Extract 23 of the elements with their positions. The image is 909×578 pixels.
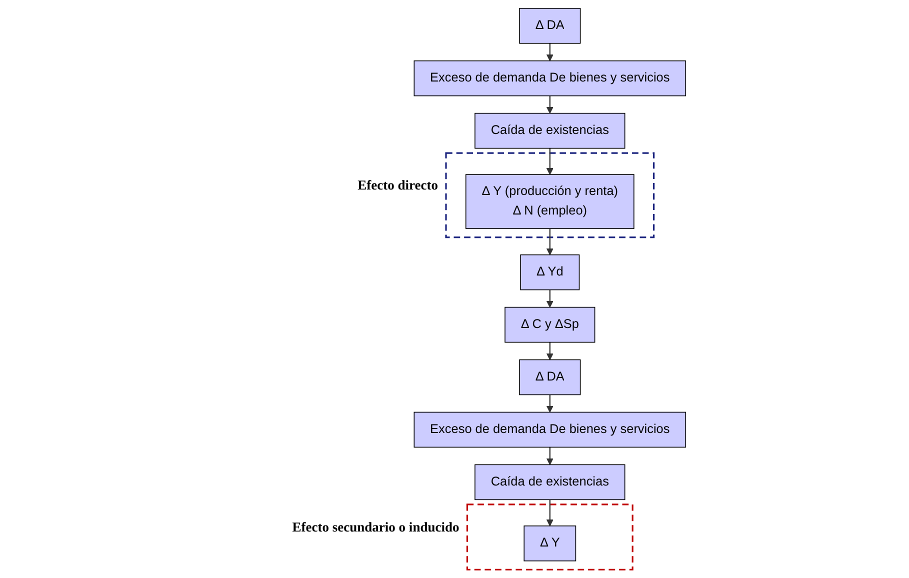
arrow [546, 228, 554, 256]
arrow [546, 290, 554, 308]
node-box: Caída de existencias [474, 464, 626, 500]
node-label: Efecto directo [358, 178, 438, 193]
node-label: Efecto secundario o inducido [292, 520, 460, 535]
node-box: Δ C y ΔSp [504, 306, 596, 343]
arrow [546, 394, 554, 413]
node-box: Δ DA [519, 359, 581, 396]
cluster [466, 504, 634, 570]
cluster [445, 152, 655, 238]
arrow [546, 43, 554, 62]
node-box: Δ Y [524, 526, 576, 562]
arrow [546, 447, 554, 466]
node-box: Exceso de demanda De bienes y servicios [414, 412, 686, 448]
arrow [546, 500, 554, 526]
node-box: Caída de existencias [474, 112, 626, 149]
arrow [546, 342, 554, 360]
node-box: Δ Y (producción y renta) Δ N (empleo) [465, 174, 634, 229]
node-box: Δ Yd [520, 254, 580, 290]
node-box: Δ DA [519, 8, 581, 44]
arrow [546, 148, 554, 175]
node-box: Exceso de demanda De bienes y servicios [414, 60, 686, 96]
arrow [546, 96, 554, 114]
